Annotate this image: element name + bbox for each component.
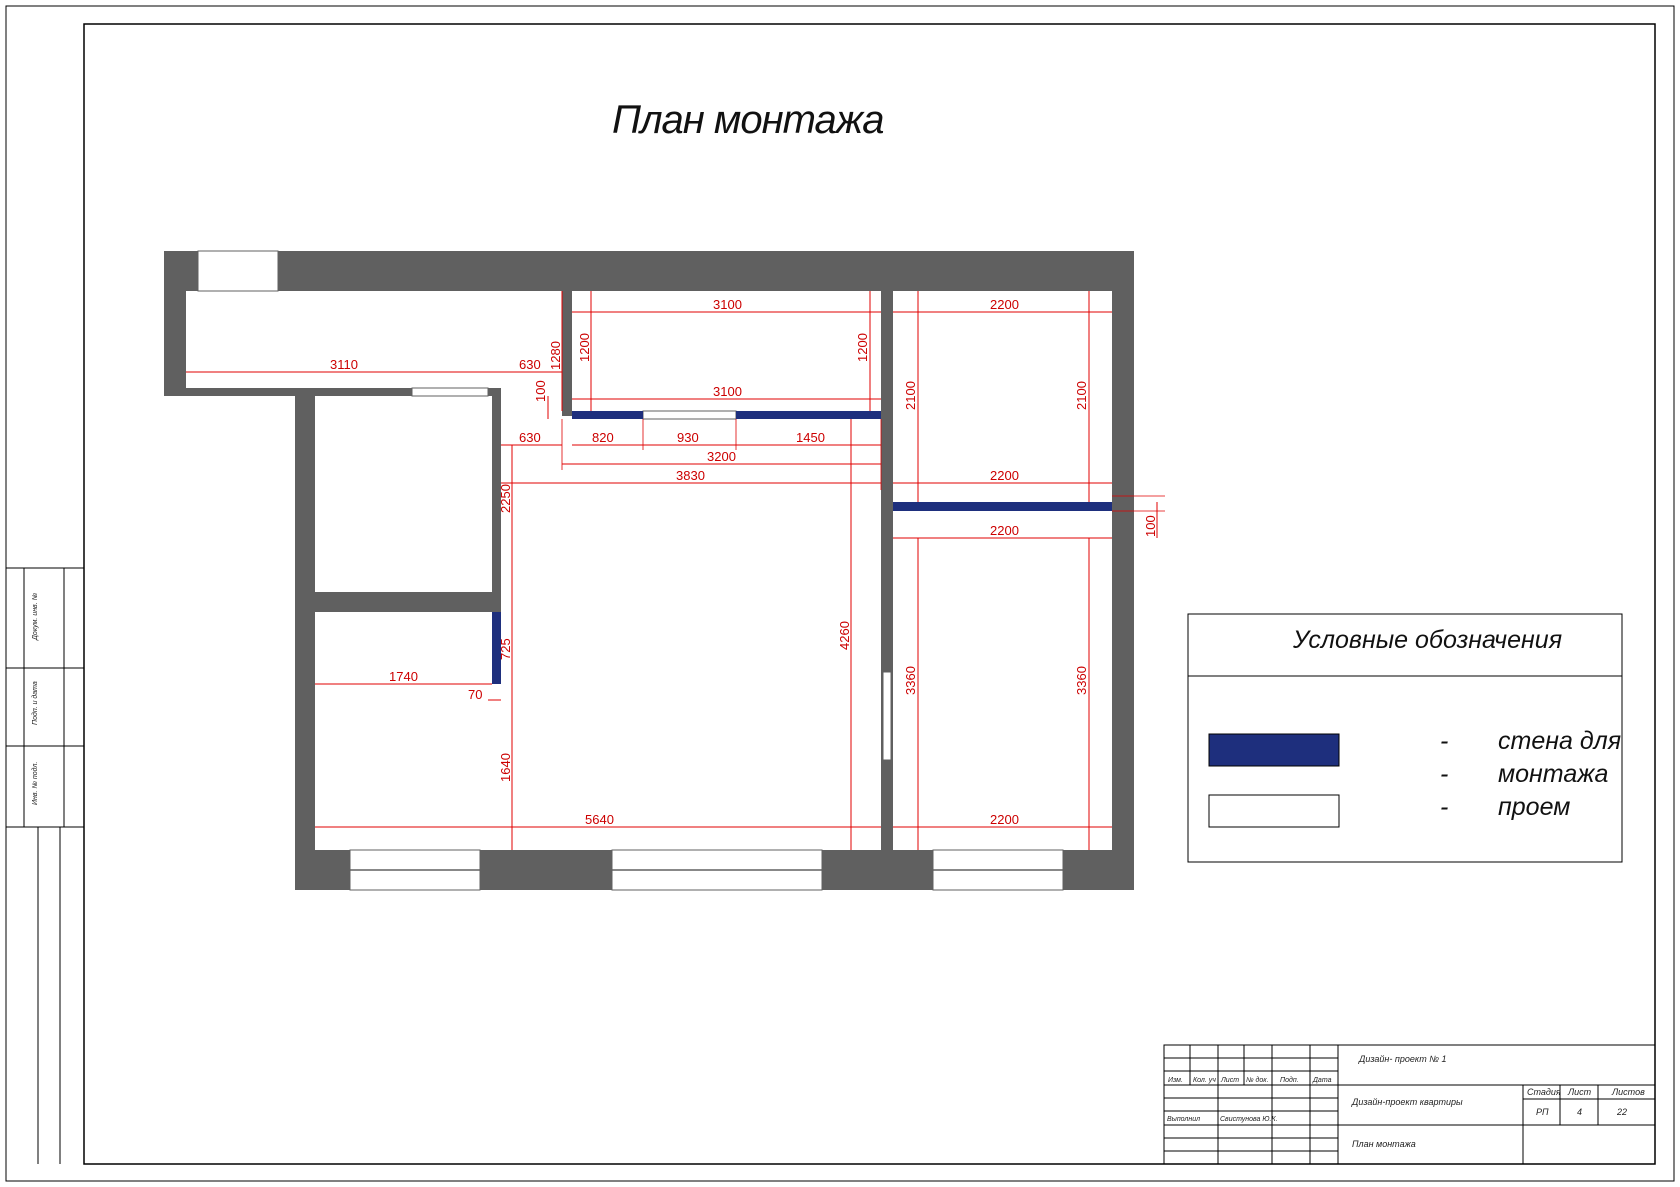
dimension-lines bbox=[186, 291, 1158, 850]
dim-820: 820 bbox=[592, 430, 614, 445]
legend-dash-2: - bbox=[1440, 760, 1448, 788]
wall-inner-v bbox=[492, 388, 501, 684]
dim-5640: 5640 bbox=[585, 812, 614, 827]
side-stamp-inv: Инв. № подл. bbox=[31, 762, 39, 805]
legend: Условные обозначения - - - стена для мон… bbox=[1187, 613, 1623, 863]
mount-walls bbox=[492, 411, 1112, 684]
stamp-sheet-title: План монтажа bbox=[1352, 1139, 1416, 1149]
dim-930: 930 bbox=[677, 430, 699, 445]
wall-left bbox=[295, 388, 315, 890]
stamp-performer-label: Выполнил bbox=[1167, 1116, 1200, 1123]
stamp-h-doc: № док. bbox=[1246, 1076, 1269, 1084]
stamp-h-date: Дата bbox=[1312, 1077, 1332, 1084]
legend-dash-3: - bbox=[1440, 793, 1448, 821]
dim-70: 70 bbox=[468, 687, 482, 702]
dim-2200-bottom: 2200 bbox=[990, 812, 1019, 827]
dim-1200-left: 1200 bbox=[577, 333, 592, 362]
dim-2100-right: 2100 bbox=[1074, 381, 1089, 410]
stamp-h-list: Лист bbox=[1220, 1077, 1239, 1084]
opening-partition bbox=[882, 671, 892, 761]
dim-1200-right: 1200 bbox=[855, 333, 870, 362]
dim-3200: 3200 bbox=[707, 449, 736, 464]
legend-swatch-opening bbox=[1208, 794, 1340, 828]
opening-upper bbox=[411, 387, 489, 397]
dim-3360-left: 3360 bbox=[903, 666, 918, 695]
openings bbox=[197, 250, 1064, 891]
stamp-sheets: 22 bbox=[1616, 1107, 1627, 1117]
opening-corridor bbox=[642, 410, 737, 420]
mount-wall-4 bbox=[492, 612, 501, 684]
wall-partition-mid bbox=[881, 251, 893, 890]
title-block bbox=[1163, 1044, 1656, 1165]
stamp-h-kol: Кол. уч bbox=[1193, 1077, 1216, 1084]
stamp-doc-title: Дизайн-проект квартиры bbox=[1351, 1097, 1463, 1107]
side-stamp-doc: Докум. инв. № bbox=[32, 592, 39, 641]
dim-725: 725 bbox=[498, 638, 513, 660]
dim-1280: 1280 bbox=[548, 341, 563, 370]
mount-wall-3 bbox=[893, 502, 1112, 511]
wall-upper-bottom bbox=[164, 388, 501, 396]
dim-630-top: 630 bbox=[519, 357, 541, 372]
legend-opening: проем bbox=[1498, 793, 1570, 821]
dim-630-mid: 630 bbox=[519, 430, 541, 445]
dim-2200-mid-bottom: 2200 bbox=[990, 523, 1019, 538]
stamp-h-sign: Подп. bbox=[1280, 1076, 1299, 1084]
dim-3830: 3830 bbox=[676, 468, 705, 483]
dim-1640: 1640 bbox=[498, 753, 513, 782]
mount-wall-1 bbox=[572, 411, 643, 419]
dim-2100-left: 2100 bbox=[903, 381, 918, 410]
legend-dash-1: - bbox=[1440, 727, 1448, 755]
dim-100-right: 100 bbox=[1143, 515, 1158, 537]
wall-corridor-left bbox=[562, 251, 572, 416]
stamp-performer-name: Свистунова Ю.К. bbox=[1220, 1116, 1278, 1123]
stamp-sheet: 4 bbox=[1577, 1107, 1582, 1117]
stamp-sheets-label: Листов bbox=[1611, 1087, 1645, 1097]
mount-wall-2 bbox=[736, 411, 881, 419]
dim-3110: 3110 bbox=[330, 357, 358, 372]
dim-3360-right: 3360 bbox=[1074, 666, 1089, 695]
outer-frame bbox=[5, 5, 1675, 1182]
stamp-stage-label: Стадия bbox=[1527, 1087, 1561, 1097]
legend-swatch-mount bbox=[1208, 733, 1340, 767]
dim-2200-top: 2200 bbox=[990, 297, 1019, 312]
dim-3100-top: 3100 bbox=[713, 297, 742, 312]
wall-right bbox=[1112, 251, 1134, 890]
wall-inner-h bbox=[315, 592, 492, 612]
walls bbox=[164, 251, 1134, 890]
dim-3100-mid: 3100 bbox=[713, 384, 742, 399]
dimension-labels: 3110 630 1280 1200 3100 1200 2200 2100 2… bbox=[330, 297, 1158, 827]
stamp-h-izm: Изм. bbox=[1168, 1077, 1183, 1084]
dim-4260: 4260 bbox=[837, 621, 852, 650]
wall-left-top bbox=[164, 291, 186, 396]
dim-100-left: 100 bbox=[533, 380, 548, 402]
page-title: План монтажа bbox=[612, 98, 883, 142]
dim-2200-mid-top: 2200 bbox=[990, 468, 1019, 483]
stamp-project: Дизайн- проект № 1 bbox=[1358, 1054, 1446, 1064]
dim-1740: 1740 bbox=[389, 669, 418, 684]
dim-2250: 2250 bbox=[498, 484, 513, 513]
wall-top bbox=[164, 251, 1134, 291]
opening-top-left bbox=[197, 250, 279, 292]
legend-mount-line2: монтажа bbox=[1498, 760, 1608, 788]
stamp-sheet-label: Лист bbox=[1567, 1087, 1592, 1097]
stamp-stage: РП bbox=[1536, 1107, 1549, 1117]
side-stamp bbox=[5, 567, 85, 1164]
legend-mount-line1: стена для bbox=[1498, 727, 1621, 755]
dim-1450: 1450 bbox=[796, 430, 825, 445]
side-stamp-sign: Подп. и дата bbox=[31, 681, 39, 725]
legend-title: Условные обозначения bbox=[1292, 626, 1562, 654]
